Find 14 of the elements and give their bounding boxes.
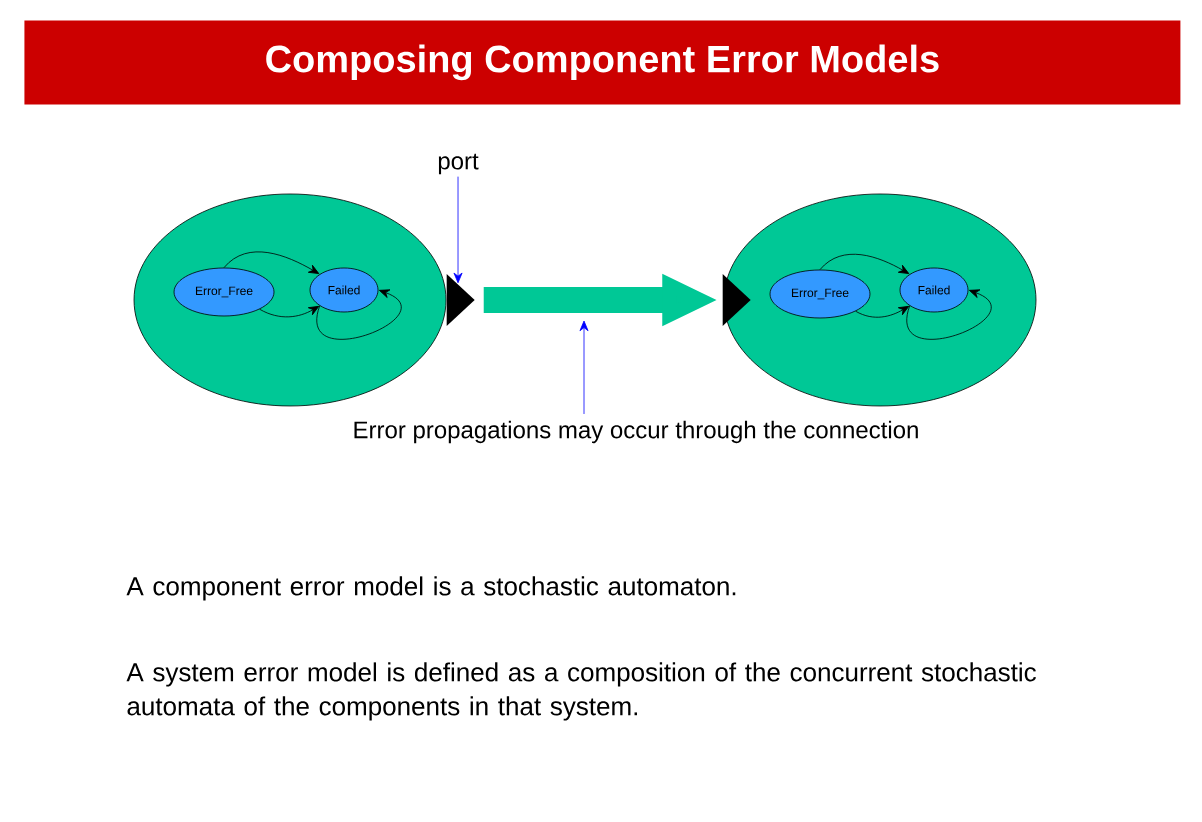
body-text: A component error model is a stochastic automaton.: [126, 576, 736, 601]
port-triangle: [446, 274, 475, 326]
transition-arrow: [259, 305, 320, 318]
self-loop-arrow: [316, 289, 402, 340]
leader-line: [579, 320, 589, 415]
body-text: A system error model is defined as a composition of the concurrent stochastic automata of the components in that system.: [126, 662, 1036, 721]
transition-arrow: [855, 305, 910, 318]
leader-line: [453, 176, 463, 284]
annotation-text: Error propagations may occur through the connection: [354, 420, 918, 444]
self-loop-arrow: [906, 289, 992, 340]
transition-arrow: [819, 253, 910, 274]
annotation-text: port: [438, 153, 479, 175]
transition-arrow: [223, 251, 320, 274]
title-banner: Composing Component Error Models: [24, 20, 1181, 105]
